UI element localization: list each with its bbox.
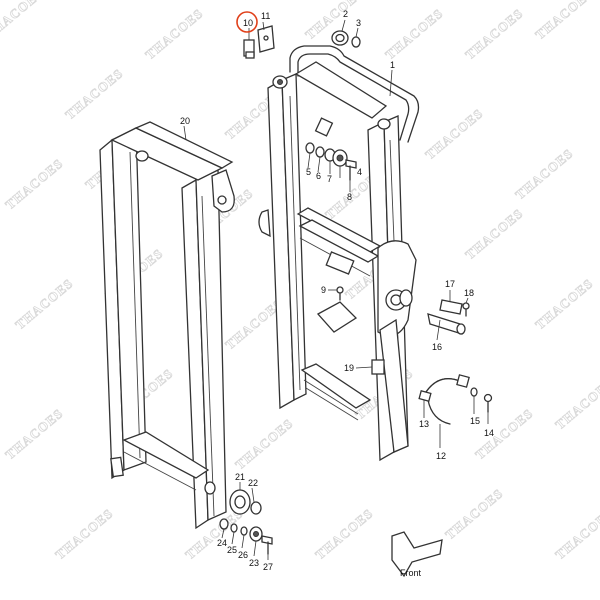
part-number-14[interactable]: 14 bbox=[484, 428, 494, 438]
bolt-part-9 bbox=[336, 286, 344, 301]
bracket-part-10 bbox=[243, 39, 255, 59]
part-number-13[interactable]: 13 bbox=[419, 419, 429, 429]
watermark-text: THACOES bbox=[422, 105, 486, 162]
part-number-20[interactable]: 20 bbox=[180, 116, 190, 126]
part-number-11[interactable]: 11 bbox=[261, 11, 270, 21]
part-number-21[interactable]: 21 bbox=[235, 472, 245, 482]
watermark-text: THACOES bbox=[462, 5, 526, 62]
label-plate-part-19 bbox=[371, 359, 385, 375]
roller-assembly-parts-4-8 bbox=[305, 142, 357, 181]
watermark-text: THACOES bbox=[552, 375, 600, 432]
bolt-part-14 bbox=[483, 393, 493, 413]
part-number-4[interactable]: 4 bbox=[357, 167, 362, 177]
outer-channel-part-20 bbox=[99, 121, 235, 530]
part-number-24[interactable]: 24 bbox=[217, 538, 227, 548]
part-number-5[interactable]: 5 bbox=[306, 167, 311, 177]
part-number-2[interactable]: 2 bbox=[343, 9, 348, 19]
part-number-1[interactable]: 1 bbox=[390, 60, 395, 70]
watermark-text: THACOES bbox=[532, 275, 596, 332]
watermark-text: THACOES bbox=[2, 155, 66, 212]
pin-part-16 bbox=[427, 313, 466, 335]
clamp-part-12 bbox=[418, 374, 470, 425]
part-number-22[interactable]: 22 bbox=[248, 478, 258, 488]
inner-mast-part-1 bbox=[258, 45, 420, 462]
highlight-circle bbox=[236, 11, 258, 33]
part-number-15[interactable]: 15 bbox=[470, 416, 480, 426]
watermark-text: THACOES bbox=[312, 505, 376, 562]
watermark-text: THACOES bbox=[532, 0, 596, 42]
part-number-27[interactable]: 27 bbox=[263, 562, 273, 572]
front-label: Front bbox=[400, 568, 422, 578]
part-number-8[interactable]: 8 bbox=[347, 192, 352, 202]
watermark-text: THACOES bbox=[0, 0, 46, 42]
watermark-text: THACOES bbox=[462, 205, 526, 262]
washer-part-15 bbox=[470, 387, 478, 397]
part-number-12[interactable]: 12 bbox=[436, 451, 446, 461]
roller-part-2 bbox=[331, 30, 349, 46]
part-number-labels: 11 10 2 3 1 20 5 6 7 4 8 9 17 18 16 19 1… bbox=[180, 9, 494, 572]
front-direction-arrow: Front bbox=[391, 531, 443, 578]
part-number-23[interactable]: 23 bbox=[249, 558, 259, 568]
part-number-7[interactable]: 7 bbox=[327, 174, 332, 184]
watermark-text: THACOES bbox=[552, 505, 600, 562]
part-number-16[interactable]: 16 bbox=[432, 342, 442, 352]
watermark-text: THACOES bbox=[142, 5, 206, 62]
watermark-text: THACOES bbox=[12, 275, 76, 332]
part-number-3[interactable]: 3 bbox=[356, 18, 361, 28]
watermark-text: THACOES bbox=[442, 485, 506, 542]
plate-part-11 bbox=[257, 25, 275, 53]
watermark-text: THACOES bbox=[232, 415, 296, 472]
part-number-9[interactable]: 9 bbox=[321, 285, 326, 295]
watermark-text: THACOES bbox=[382, 5, 446, 62]
part-number-6[interactable]: 6 bbox=[316, 171, 321, 181]
watermark-text: THACOES bbox=[62, 65, 126, 122]
watermark-text: THACOES bbox=[52, 505, 116, 562]
part-number-17[interactable]: 17 bbox=[445, 279, 455, 289]
part-number-18[interactable]: 18 bbox=[464, 288, 474, 298]
bolt-part-18 bbox=[462, 302, 470, 317]
watermark-text: THACOES bbox=[2, 405, 66, 462]
bracket-part-17 bbox=[439, 299, 463, 315]
leader-lines bbox=[183, 19, 489, 560]
part-number-10[interactable]: 10 bbox=[243, 18, 253, 28]
snap-ring-part-3 bbox=[351, 36, 361, 48]
watermark-text: THACOES bbox=[472, 405, 536, 462]
part-number-26[interactable]: 26 bbox=[238, 550, 248, 560]
part-number-19[interactable]: 19 bbox=[344, 363, 354, 373]
part-number-25[interactable]: 25 bbox=[227, 545, 237, 555]
watermark-text: THACOES bbox=[512, 145, 576, 202]
